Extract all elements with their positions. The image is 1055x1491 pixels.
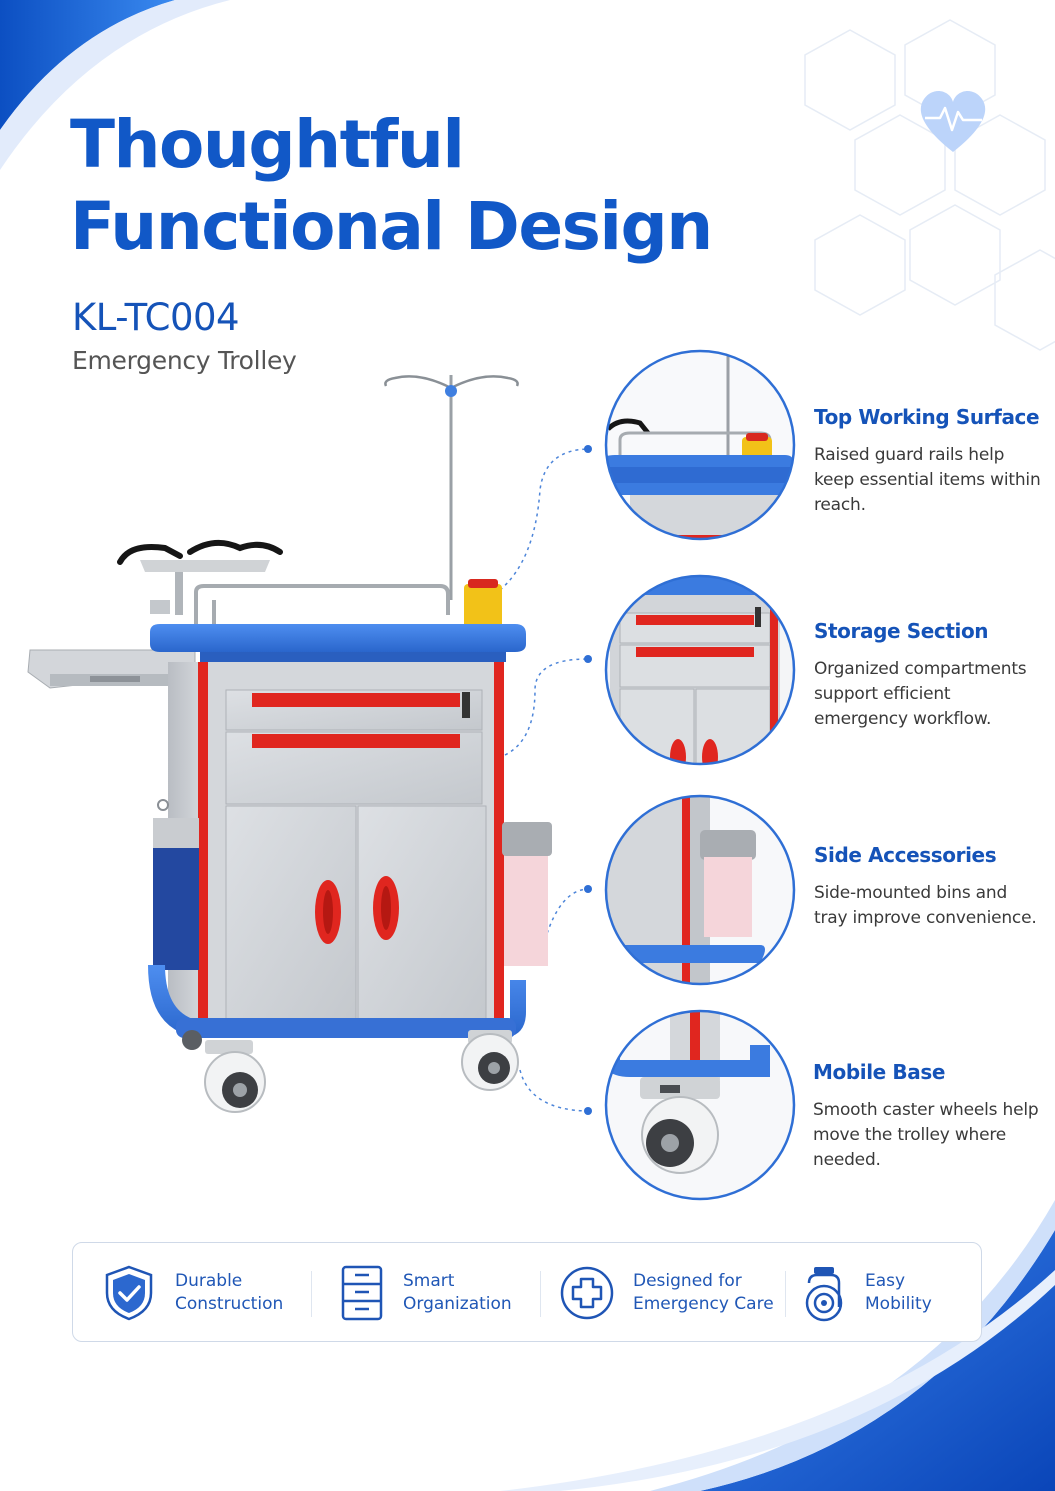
page-title: Thoughtful Functional Design xyxy=(70,104,713,268)
medical-cross-icon xyxy=(560,1266,614,1320)
caster-wheels xyxy=(182,1030,519,1113)
feature-storage: Storage Section Organized compartments s… xyxy=(814,619,1044,732)
benefit-divider xyxy=(311,1271,312,1317)
heart-pulse-icon xyxy=(920,90,986,152)
product-type: Emergency Trolley xyxy=(72,346,297,375)
caster-wheel-icon xyxy=(805,1267,843,1322)
benefit-label: Easy Mobility xyxy=(865,1271,932,1314)
title-line-1: Thoughtful xyxy=(70,106,465,183)
detail-circles xyxy=(604,349,796,1201)
defibrillator-holder xyxy=(117,539,283,615)
feature-top-surface: Top Working Surface Raised guard rails h… xyxy=(814,405,1044,518)
shield-check-icon xyxy=(105,1265,153,1321)
feature-description: Smooth caster wheels help move the troll… xyxy=(813,1100,1039,1170)
detail-top-surface xyxy=(606,351,794,539)
benefit-divider xyxy=(785,1271,786,1317)
model-number: KL-TC004 xyxy=(72,296,240,339)
detail-side-accessories xyxy=(606,796,794,984)
side-tray xyxy=(27,649,196,689)
detail-mobile-base xyxy=(606,1011,794,1199)
benefit-emergency: Designed for Emergency Care xyxy=(559,1243,774,1343)
detail-storage xyxy=(606,576,794,764)
feature-description: Organized compartments support efficient… xyxy=(814,659,1027,729)
benefit-label: Designed for Emergency Care xyxy=(633,1271,774,1314)
benefit-organization: Smart Organization xyxy=(339,1243,512,1343)
benefits-bar: Durable Construction Smart Organization … xyxy=(72,1242,982,1342)
drawers-icon xyxy=(341,1265,383,1321)
feature-description: Raised guard rails help keep essential i… xyxy=(814,445,1041,515)
feature-title: Side Accessories xyxy=(814,843,997,867)
benefit-mobility: Easy Mobility xyxy=(801,1243,932,1343)
sharps-container xyxy=(464,579,502,632)
iv-pole xyxy=(384,375,519,600)
title-line-2: Functional Design xyxy=(70,188,713,265)
benefit-divider xyxy=(540,1271,541,1317)
feature-description: Side-mounted bins and tray improve conve… xyxy=(814,883,1037,928)
feature-title: Storage Section xyxy=(814,619,989,643)
benefit-durable: Durable Construction xyxy=(101,1243,283,1343)
benefit-label: Durable Construction xyxy=(175,1271,284,1314)
benefit-label: Smart Organization xyxy=(403,1271,512,1314)
feature-mobile-base: Mobile Base Smooth caster wheels help mo… xyxy=(813,1060,1043,1173)
feature-side-accessories: Side Accessories Side-mounted bins and t… xyxy=(814,843,1044,931)
feature-title: Mobile Base xyxy=(813,1060,946,1084)
feature-title: Top Working Surface xyxy=(814,405,1040,429)
